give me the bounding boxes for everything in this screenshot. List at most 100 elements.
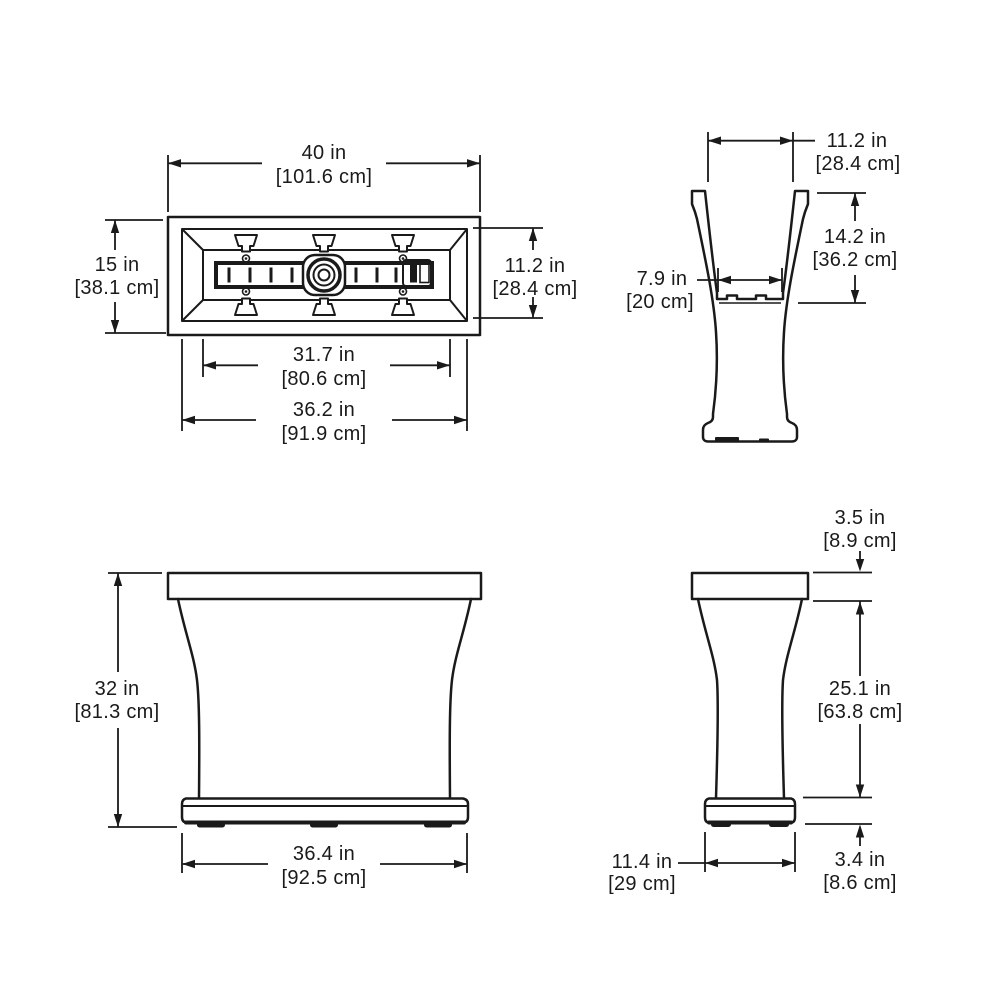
top-view-outer-rim xyxy=(166,215,482,337)
dim-overall-height: 32 in [81.3 cm] xyxy=(75,572,177,828)
arrowhead xyxy=(855,824,865,838)
dim-opening-width: 11.2 in [28.4 cm] xyxy=(707,130,900,182)
foot-pad xyxy=(759,438,769,442)
screw-dot xyxy=(244,257,248,260)
dim-label-cm: [29 cm] xyxy=(608,873,676,895)
arrowhead xyxy=(113,573,123,586)
foot-pad xyxy=(715,437,739,442)
arrowhead xyxy=(855,559,865,572)
arrowhead xyxy=(850,193,860,206)
extension-line xyxy=(202,339,451,377)
dim-base-width-front: 36.4 in [92.5 cm] xyxy=(181,833,468,889)
screw xyxy=(241,287,251,296)
extension-line xyxy=(167,155,481,212)
extension-line xyxy=(181,339,468,431)
dim-label-in: 32 in xyxy=(95,678,140,700)
drain-plug xyxy=(402,259,432,287)
dim-label-in: 15 in xyxy=(95,254,140,276)
screw xyxy=(398,287,408,296)
hold-down-clip xyxy=(234,234,258,253)
dim-label-in: 36.2 in xyxy=(293,399,355,421)
dim-label-cm: [28.4 cm] xyxy=(493,278,578,300)
dim-base-width-side: 11.4 in [29 cm] xyxy=(608,832,796,895)
screw-dot xyxy=(244,290,248,293)
dim-label-cm: [8.9 cm] xyxy=(823,530,897,552)
dim-body-height: 25.1 in [63.8 cm] xyxy=(803,601,903,799)
arrowhead xyxy=(718,275,731,285)
screw-dot xyxy=(401,257,405,260)
side-base xyxy=(703,797,797,824)
foot xyxy=(197,822,225,828)
dim-overall-depth: 15 in [38.1 cm] xyxy=(75,219,166,334)
drain-plug-bar xyxy=(410,263,417,283)
dim-label-in: 31.7 in xyxy=(293,344,355,366)
foot xyxy=(310,822,338,828)
arrowhead xyxy=(467,159,480,168)
dim-inner-depth: 14.2 in [36.2 cm] xyxy=(798,192,898,304)
dim-label-cm: [101.6 cm] xyxy=(276,166,372,188)
arrowhead xyxy=(113,814,123,827)
drain-ring-middle xyxy=(312,263,336,287)
arrowhead xyxy=(528,228,538,241)
dim-label-cm: [91.9 cm] xyxy=(282,423,367,445)
arrowhead xyxy=(454,415,467,425)
dim-label-in: 40 in xyxy=(302,142,347,164)
extension-line xyxy=(704,832,796,872)
side-view: 3.5 in [8.9 cm] 25.1 in [63.8 cm] 3.4 in… xyxy=(608,507,902,895)
arrowhead xyxy=(110,320,120,333)
side-body-left-edge xyxy=(696,597,719,800)
extension-line xyxy=(108,572,177,828)
dim-opening-length: 36.2 in [91.9 cm] xyxy=(181,339,468,445)
dim-label-in: 7.9 in xyxy=(637,268,688,290)
dim-label-in: 11.4 in xyxy=(612,851,673,873)
arrowhead xyxy=(855,784,865,798)
top-view-inner-rim xyxy=(181,228,468,322)
dim-label-cm: [80.6 cm] xyxy=(282,368,367,390)
dim-rim-height: 3.5 in [8.9 cm] xyxy=(813,507,897,602)
top-view: 40 in [101.6 cm] 15 in [38.1 cm] 11.2 in… xyxy=(75,142,578,445)
screws xyxy=(241,254,408,296)
dim-overall-length: 40 in [101.6 cm] xyxy=(167,142,481,212)
hold-down-clip xyxy=(391,234,415,253)
arrowhead xyxy=(168,159,181,168)
dim-label-cm: [81.3 cm] xyxy=(75,701,160,723)
front-rim xyxy=(166,571,483,601)
drain-plug-slot xyxy=(419,262,430,284)
arrowhead xyxy=(782,858,795,868)
extension-line xyxy=(181,833,468,873)
arrowhead xyxy=(780,136,793,145)
arrowhead xyxy=(855,601,865,615)
arrowhead xyxy=(705,858,718,868)
front-body-right-edge xyxy=(448,597,473,800)
dim-floor-length: 31.7 in [80.6 cm] xyxy=(202,339,451,390)
dim-label-cm: [38.1 cm] xyxy=(75,277,160,299)
extension-line xyxy=(813,571,872,602)
drain-plug-body xyxy=(402,259,432,287)
section-profile xyxy=(690,189,810,443)
arrowhead xyxy=(769,275,782,285)
bevel-line xyxy=(181,228,204,251)
arrowhead xyxy=(437,361,450,370)
screw xyxy=(241,254,251,263)
dim-label-in: 25.1 in xyxy=(829,678,891,700)
dim-label-cm: [92.5 cm] xyxy=(282,867,367,889)
bevel-line xyxy=(181,299,204,322)
dim-label-cm: [63.8 cm] xyxy=(818,701,903,723)
arrowhead xyxy=(708,136,721,145)
arrowhead xyxy=(528,305,538,318)
dim-label-cm: [20 cm] xyxy=(626,291,694,313)
arrowhead xyxy=(182,859,195,869)
hold-down-clip xyxy=(312,297,336,316)
front-body-left-edge xyxy=(176,597,201,800)
side-rim xyxy=(690,571,810,601)
drain-ring-inner xyxy=(317,268,331,282)
screw-dot xyxy=(401,290,405,293)
front-view: 32 in [81.3 cm] 36.4 in [92.5 cm] xyxy=(75,571,483,889)
extension-line xyxy=(473,227,543,319)
dim-label-cm: [36.2 cm] xyxy=(813,249,898,271)
foot xyxy=(711,822,731,827)
dim-opening-depth: 11.2 in [28.4 cm] xyxy=(473,227,578,319)
foot xyxy=(769,822,789,827)
dim-label-in: 36.4 in xyxy=(293,843,355,865)
